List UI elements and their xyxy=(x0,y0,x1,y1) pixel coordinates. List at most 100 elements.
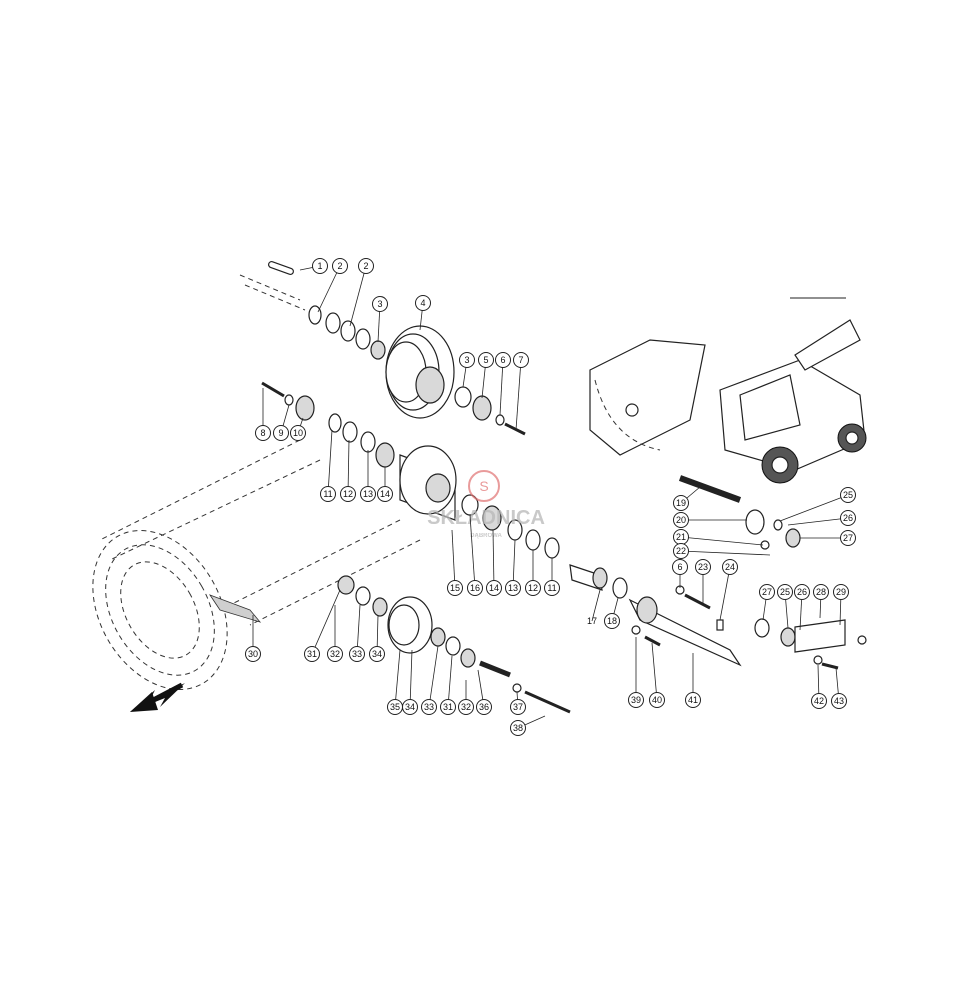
callout-32: 32 xyxy=(327,605,343,662)
callout-label: 14 xyxy=(380,489,390,499)
callout-leader xyxy=(317,265,341,313)
callout-6: 6 xyxy=(672,559,688,588)
callout-label: 42 xyxy=(814,696,824,706)
callout-23: 23 xyxy=(695,559,711,605)
callout-5: 5 xyxy=(478,352,494,399)
callout-label: 12 xyxy=(528,583,538,593)
callout-circle xyxy=(513,352,529,368)
callout-leader xyxy=(409,649,413,708)
callout-circle xyxy=(273,425,289,441)
callout-label: 11 xyxy=(323,489,332,499)
callout-circle xyxy=(312,258,328,274)
callout-label: 4 xyxy=(420,298,425,308)
callout-2: 2 xyxy=(317,258,348,313)
callout-2: 2 xyxy=(349,258,374,327)
callout-12: 12 xyxy=(525,550,541,596)
callout-label: 33 xyxy=(352,649,362,659)
callout-label: 17 xyxy=(587,616,597,626)
callout-label: 2 xyxy=(363,261,368,271)
callout-circle xyxy=(840,510,856,526)
callout-circle xyxy=(304,646,320,662)
callout-circle xyxy=(467,580,483,596)
callout-circle xyxy=(649,692,665,708)
callout-37: 37 xyxy=(510,691,526,715)
callout-circle xyxy=(415,295,431,311)
callout-21: 21 xyxy=(673,529,764,546)
callout-circle xyxy=(360,486,376,502)
callout-circle xyxy=(478,352,494,368)
callout-circle xyxy=(340,486,356,502)
machine-inset xyxy=(589,297,867,484)
lower-pulley-assembly xyxy=(337,575,571,714)
callout-11: 11 xyxy=(544,558,560,596)
callout-label: 18 xyxy=(607,616,617,626)
callout-label: 26 xyxy=(797,587,807,597)
callout-circle xyxy=(794,584,810,600)
svg-text:S: S xyxy=(479,478,488,494)
callout-label: 36 xyxy=(479,702,489,712)
callout-circle xyxy=(255,425,271,441)
callout-29: 29 xyxy=(833,584,849,626)
callout-leader xyxy=(349,265,367,327)
callout-22: 22 xyxy=(673,543,771,559)
callout-41: 41 xyxy=(685,653,701,708)
callout-42: 42 xyxy=(811,664,827,709)
watermark-sub: DĄBROWA xyxy=(470,533,502,539)
callout-label: 31 xyxy=(443,702,453,712)
callout-circle xyxy=(402,699,418,715)
callout-label: 35 xyxy=(390,702,400,712)
callout-circle xyxy=(628,692,644,708)
callout-circle xyxy=(544,580,560,596)
callout-leader xyxy=(680,550,771,556)
callout-leader xyxy=(680,536,764,546)
callout-label: 40 xyxy=(652,695,662,705)
callout-label: 31 xyxy=(307,649,317,659)
callout-leader xyxy=(469,514,476,589)
tensioner-assembly xyxy=(569,475,867,670)
callout-circle xyxy=(510,699,526,715)
callout-label: 41 xyxy=(688,695,698,705)
callout-leader xyxy=(327,429,333,495)
callout-label: 29 xyxy=(836,587,846,597)
callout-label: 16 xyxy=(470,583,480,593)
callout-13: 13 xyxy=(505,539,521,596)
callout-circle xyxy=(672,559,688,575)
callout-label: 6 xyxy=(677,562,682,572)
belt-drawing xyxy=(92,439,421,690)
callout-label: 34 xyxy=(372,649,382,659)
callout-17: 17 xyxy=(587,589,601,626)
callout-39: 39 xyxy=(628,637,644,708)
callout-circle xyxy=(486,580,502,596)
callout-28: 28 xyxy=(813,584,829,619)
callout-label: 10 xyxy=(293,428,303,438)
callout-1: 1 xyxy=(299,258,328,274)
callout-leader xyxy=(311,589,341,655)
callout-11: 11 xyxy=(320,429,336,502)
callout-circle xyxy=(440,699,456,715)
callout-leader xyxy=(347,439,350,495)
callout-circle xyxy=(510,720,526,736)
callout-label: 27 xyxy=(762,587,772,597)
callout-circle xyxy=(349,646,365,662)
callout-14: 14 xyxy=(486,529,502,596)
direction-arrow-icon xyxy=(130,682,185,712)
callout-label: 6 xyxy=(500,355,505,365)
callout-33: 33 xyxy=(421,645,439,715)
callout-leader xyxy=(512,539,516,589)
callout-25: 25 xyxy=(777,584,793,629)
callout-label: 20 xyxy=(676,515,686,525)
callout-circle xyxy=(495,352,511,368)
callout-label: 13 xyxy=(363,489,373,499)
callout-label: 15 xyxy=(450,583,460,593)
callout-leader xyxy=(451,529,456,589)
callout-circle xyxy=(673,495,689,511)
callout-circle xyxy=(811,693,827,709)
callout-leader xyxy=(787,517,849,526)
callout-label: 19 xyxy=(676,498,686,508)
callout-32: 32 xyxy=(458,680,474,715)
callout-circle xyxy=(327,646,343,662)
callout-18: 18 xyxy=(604,597,620,629)
callout-circle xyxy=(476,699,492,715)
callout-label: 43 xyxy=(834,696,844,706)
callout-circle xyxy=(458,699,474,715)
